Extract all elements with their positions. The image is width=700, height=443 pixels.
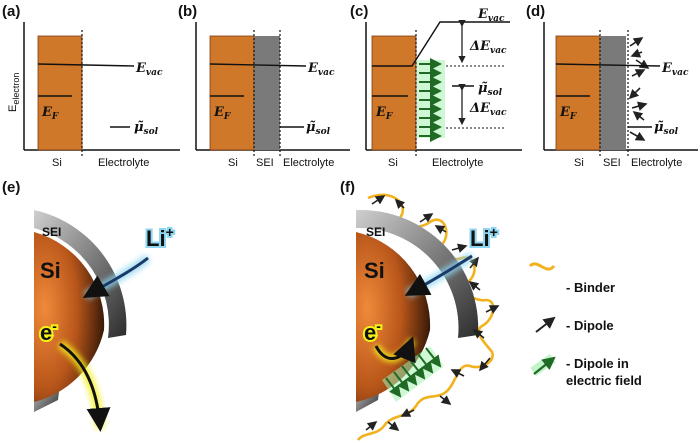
electron-label: e- (40, 318, 57, 345)
sei-shell (34, 210, 127, 338)
panel-b: (b) Evac EF μ̃sol Si SEI Electrolyte (178, 3, 350, 169)
mu-sol-label: μ̃sol (654, 120, 679, 137)
mu-sol-label: μ̃sol (478, 81, 503, 98)
delta-evac-label: ΔEvac (469, 39, 507, 56)
vacuum-level-line (372, 21, 510, 67)
panel-e-label: (e) (2, 179, 20, 196)
silicon-block (37, 35, 83, 151)
li-arrow (82, 256, 149, 299)
random-dipoles (365, 195, 500, 431)
x-label-electrolyte: Electrolyte (631, 157, 682, 169)
x-label-electrolyte: Electrolyte (283, 157, 334, 169)
si-label: Si (364, 258, 385, 283)
sei-label: SEI (366, 225, 385, 239)
panel-d-label: (d) (526, 3, 545, 20)
dipole-field-region (417, 58, 445, 142)
silicon-block (555, 35, 601, 151)
silicon-block (371, 35, 417, 151)
panel-f: (f) SEI Si (340, 179, 500, 441)
random-dipoles (628, 37, 650, 141)
ef-label: EF (559, 105, 577, 122)
electron-arrow (374, 336, 416, 364)
x-label-si: Si (388, 157, 398, 169)
evac-label: Evac (477, 7, 505, 24)
mu-sol-label: μ̃sol (134, 120, 159, 137)
binder-icon (528, 262, 556, 271)
legend-dipole: - Dipole (566, 318, 614, 333)
evac-label: Evac (307, 61, 335, 78)
electron-label: e- (364, 318, 381, 345)
vacuum-level-line (555, 63, 661, 67)
x-label-electrolyte: Electrolyte (432, 157, 483, 169)
panel-a-label: (a) (2, 3, 20, 20)
panel-b-label: (b) (178, 3, 197, 20)
sei-label: SEI (42, 225, 61, 239)
sei-layer (600, 36, 626, 150)
dipole-icon (535, 316, 556, 333)
ef-label: EF (213, 105, 231, 122)
panel-a: (a) Eelectron Evac EF μ̃sol Si Electroly… (2, 3, 180, 169)
li-label: Li+ (470, 224, 498, 251)
panel-e: (e) SEI Si Li+ e- (2, 179, 176, 432)
ef-label: EF (41, 105, 59, 122)
vacuum-level-line (37, 63, 135, 67)
x-label-si: Si (52, 157, 62, 169)
si-label: Si (40, 258, 61, 283)
panel-f-label: (f) (340, 179, 355, 196)
mu-sol-label: μ̃sol (306, 120, 331, 137)
x-label-si: Si (574, 157, 584, 169)
evac-label: Evac (661, 61, 689, 78)
sei-shell (356, 209, 479, 338)
li-arrow (404, 254, 473, 296)
legend-binder: - Binder (566, 280, 615, 295)
silicon-particle-body (34, 232, 105, 402)
li-label: Li+ (146, 224, 174, 251)
panel-c-label: (c) (350, 3, 368, 20)
legend-dipole-field-1: - Dipole in (566, 356, 629, 371)
evac-label: Evac (135, 61, 163, 78)
x-label-si: Si (228, 157, 238, 169)
x-label-sei: SEI (256, 157, 274, 169)
x-label-electrolyte: Electrolyte (98, 157, 149, 169)
vacuum-level-line (209, 63, 307, 67)
panel-c: (c) Evac ΔEvac μ̃sol (350, 3, 522, 169)
panel-d: (d) Evac EF μ̃sol Si SEI Electrolyte (526, 3, 698, 169)
silicon-block (209, 35, 255, 151)
delta-evac-label: ΔEvac (469, 101, 507, 118)
electron-arrow (59, 342, 111, 432)
legend: - Binder - Dipole - Dipole in electric f… (528, 262, 642, 388)
ef-label: EF (375, 105, 393, 122)
dipole-field-region (382, 346, 444, 402)
y-axis-label: Eelectron (7, 73, 21, 112)
sei-layer (254, 36, 280, 150)
x-label-sei: SEI (603, 157, 621, 169)
field-dipole-icon (533, 356, 556, 375)
legend-dipole-field-2: electric field (566, 373, 642, 388)
